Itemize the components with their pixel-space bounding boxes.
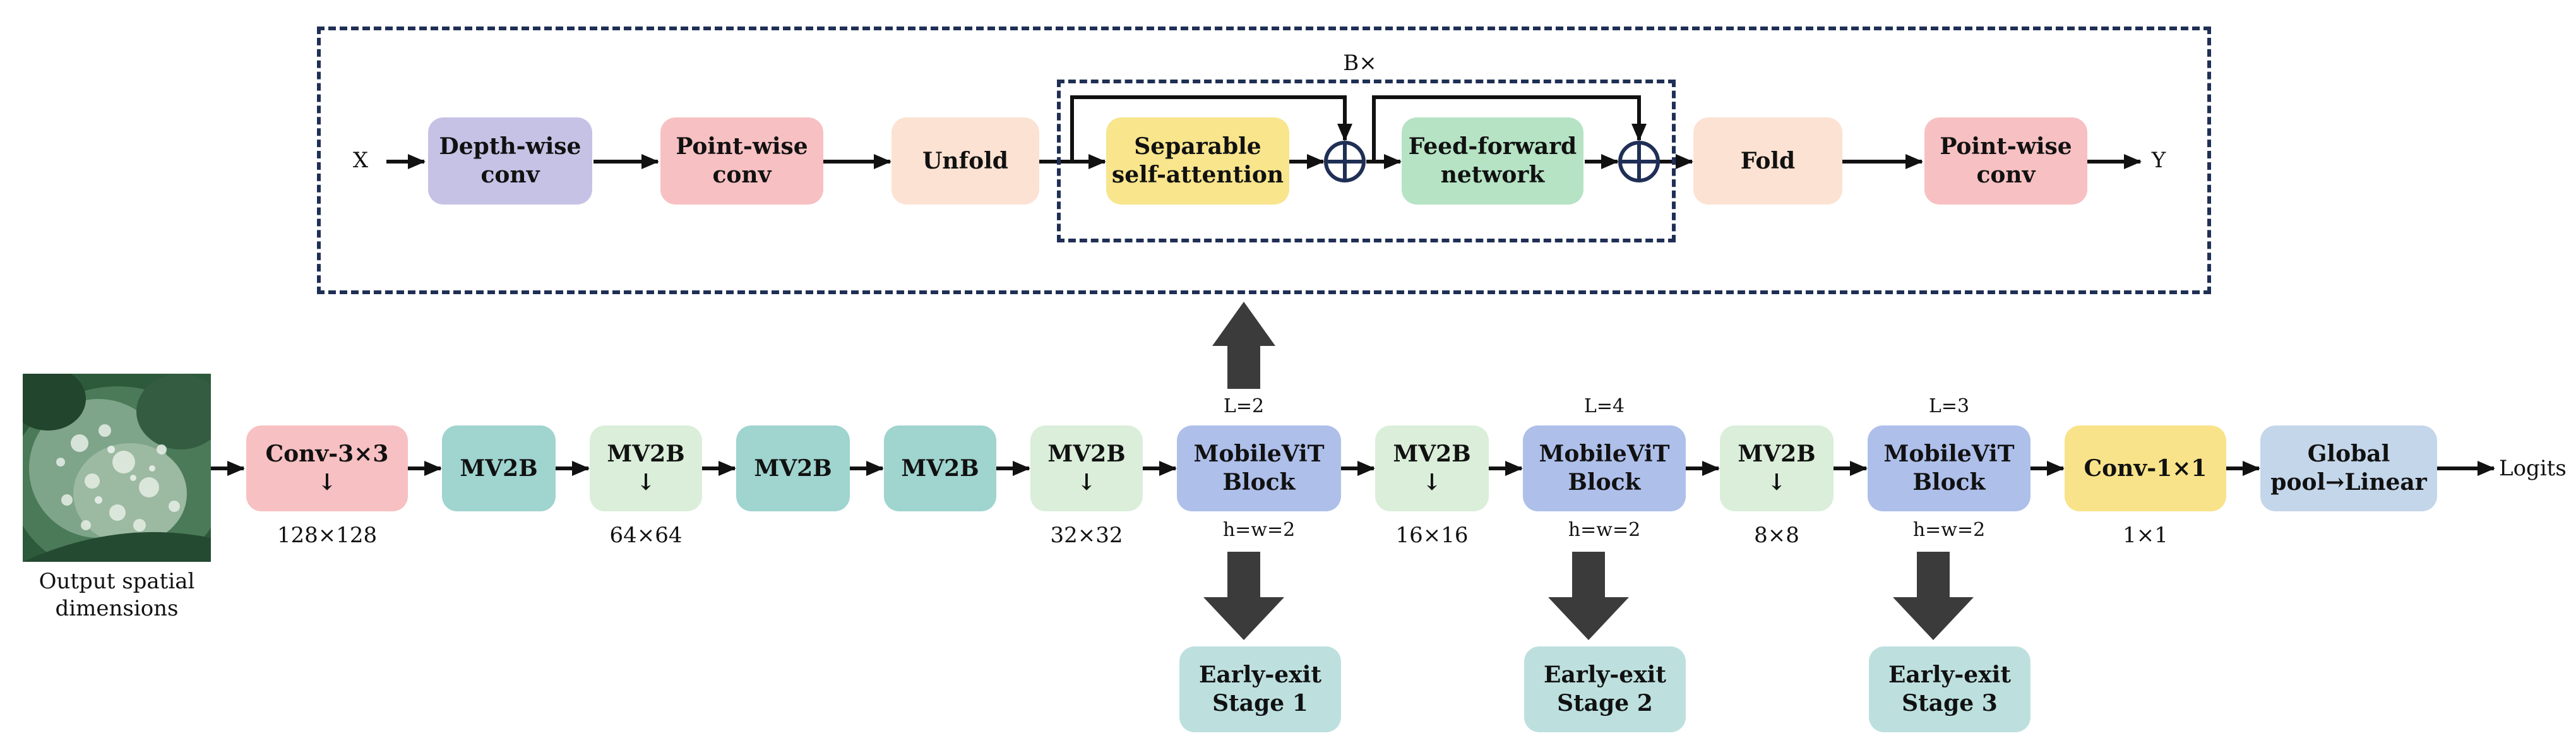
input-x-label: X [352, 148, 369, 173]
mvit3-depth-label: L=3 [1928, 395, 1970, 417]
early-exit-stage-2: Early-exit Stage 2 [1524, 646, 1686, 732]
early-exit-stage-3: Early-exit Stage 3 [1869, 646, 2030, 732]
mobilevit-block-2: MobileViT Block [1523, 425, 1686, 511]
dim-label-32: 32×32 [1050, 523, 1123, 548]
pointwise-conv-block-2: Point-wise conv [1924, 117, 2087, 205]
mobilevit-block-1: MobileViT Block [1177, 425, 1341, 511]
repeat-count-label: B× [1343, 51, 1377, 76]
mvit2-patch-label: h=w=2 [1568, 519, 1641, 541]
mobilevit-block-detail-panel [317, 27, 2211, 294]
feed-forward-network-block: Feed-forward network [1402, 117, 1583, 205]
dim-label-64: 64×64 [609, 523, 683, 548]
mvit1-depth-label: L=2 [1223, 395, 1265, 417]
transformer-repeat-group [1057, 80, 1676, 242]
mvit3-patch-label: h=w=2 [1912, 519, 1986, 541]
mv2b-block-4: MV2B [884, 425, 996, 511]
mv2b-block-7: MV2B ↓ [1720, 425, 1834, 511]
separable-self-attention-block: Separable self-attention [1106, 117, 1289, 205]
conv1x1-block: Conv-1×1 [2065, 425, 2226, 511]
mv2b-block-6: MV2B ↓ [1375, 425, 1489, 511]
dim-label-1: 1×1 [2123, 523, 2168, 548]
mvit1-patch-label: h=w=2 [1222, 519, 1296, 541]
global-pool-linear-block: Global pool→Linear [2260, 425, 2437, 511]
dim-label-16: 16×16 [1395, 523, 1469, 548]
logits-label: Logits [2499, 456, 2567, 481]
dim-label-8: 8×8 [1754, 523, 1799, 548]
top-arrows [386, 95, 2142, 169]
early-exit-stage-1: Early-exit Stage 1 [1179, 646, 1341, 732]
mvit2-depth-label: L=4 [1583, 395, 1625, 417]
input-leaf-image [23, 374, 211, 562]
plus-circles [1324, 141, 1660, 182]
mv2b-block-3: MV2B [736, 425, 850, 511]
big-arrows [1203, 302, 1974, 640]
conv3x3-block: Conv-3×3 ↓ [246, 425, 408, 511]
depthwise-conv-block: Depth-wise conv [428, 117, 592, 205]
dim-label-128: 128×128 [277, 523, 378, 548]
mv2b-block-5: MV2B ↓ [1030, 425, 1143, 511]
image-caption: Output spatial dimensions [39, 569, 195, 621]
mv2b-block-2: MV2B ↓ [590, 425, 702, 511]
unfold-block: Unfold [891, 117, 1039, 205]
mobilevit-block-3: MobileViT Block [1868, 425, 2030, 511]
mv2b-block-1: MV2B [442, 425, 556, 511]
fold-block: Fold [1693, 117, 1842, 205]
pointwise-conv-block-1: Point-wise conv [660, 117, 823, 205]
output-y-label: Y [2151, 148, 2166, 173]
